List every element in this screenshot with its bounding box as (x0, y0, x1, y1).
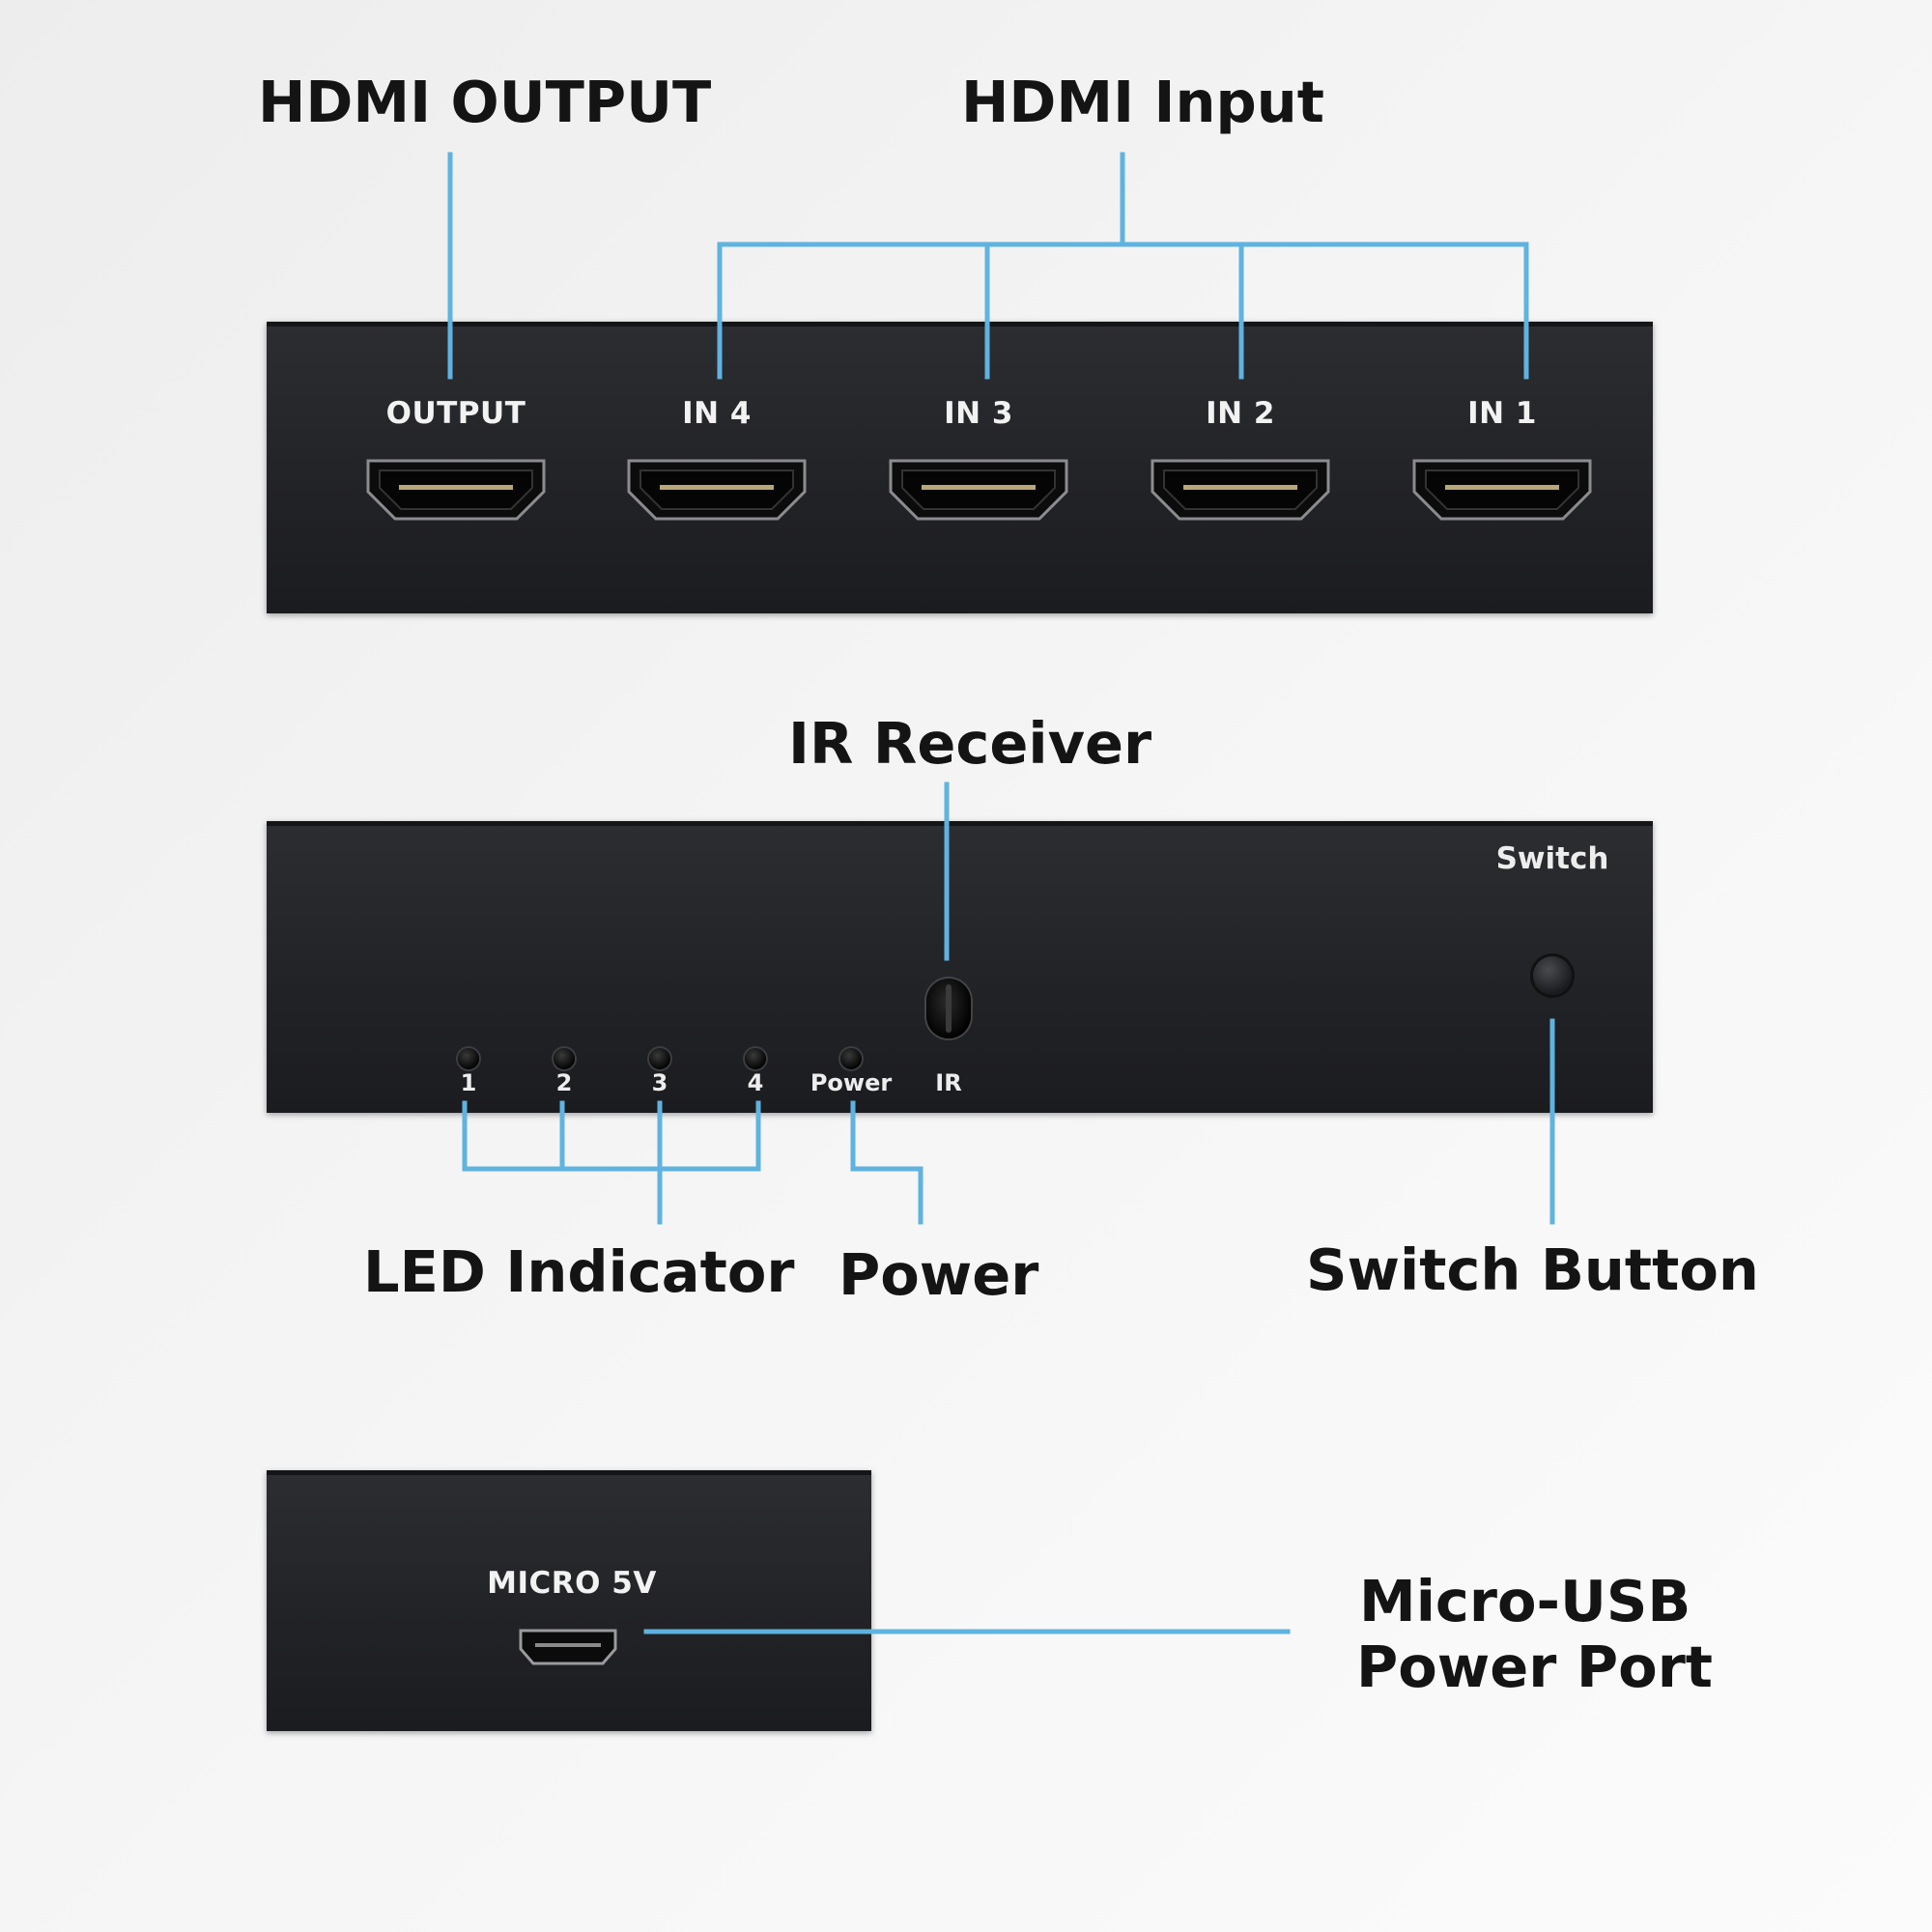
port-label-in2: IN 2 (1206, 396, 1275, 431)
port-label-in1: IN 1 (1467, 396, 1537, 431)
led-2-indicator (554, 1048, 575, 1069)
hdmi-input-callout: HDMI Input (961, 69, 1324, 135)
led-1-label: 1 (460, 1069, 477, 1096)
power-leader (850, 1100, 923, 1225)
micro-usb-port-icon (519, 1629, 617, 1665)
micro-usb-callout-line2: Power Port (1356, 1634, 1714, 1700)
side-panel: MICRO 5V (267, 1470, 871, 1731)
led-indicator-leader (462, 1100, 761, 1225)
switch-button-callout: Switch Button (1306, 1236, 1759, 1303)
led-3-label: 3 (651, 1069, 668, 1096)
led-4-label: 4 (747, 1069, 764, 1096)
led-1-indicator (458, 1048, 479, 1069)
port-label-in3: IN 3 (944, 396, 1013, 431)
led-2-label: 2 (555, 1069, 573, 1096)
switch-label: Switch (1495, 841, 1609, 876)
hdmi-in3-port-icon (889, 459, 1068, 521)
led-3-indicator (649, 1048, 670, 1069)
ir-receiver-icon (926, 979, 971, 1038)
micro-5v-label: MICRO 5V (487, 1566, 657, 1601)
port-label-in4: IN 4 (682, 396, 752, 431)
hdmi-in4-port-icon (627, 459, 807, 521)
micro-usb-callout-line1: Micro-USB (1359, 1568, 1691, 1634)
power-led-indicator (840, 1048, 862, 1069)
power-led-label: Power (810, 1069, 893, 1096)
power-callout: Power (838, 1241, 1039, 1308)
hdmi-output-port-icon (366, 459, 546, 521)
ir-receiver-callout: IR Receiver (788, 710, 1152, 777)
back-panel: OUTPUT IN 4 IN 3 IN 2 IN 1 (267, 322, 1653, 613)
port-label-output: OUTPUT (385, 396, 526, 431)
led-4-indicator (745, 1048, 766, 1069)
led-indicator-callout: LED Indicator (363, 1238, 795, 1305)
ir-label: IR (935, 1069, 962, 1096)
hdmi-output-callout: HDMI OUTPUT (258, 69, 712, 135)
hdmi-in2-port-icon (1151, 459, 1330, 521)
front-panel: Switch IR 1 2 3 4 Power (267, 821, 1653, 1113)
switch-button[interactable] (1533, 956, 1572, 995)
hdmi-in1-port-icon (1412, 459, 1592, 521)
